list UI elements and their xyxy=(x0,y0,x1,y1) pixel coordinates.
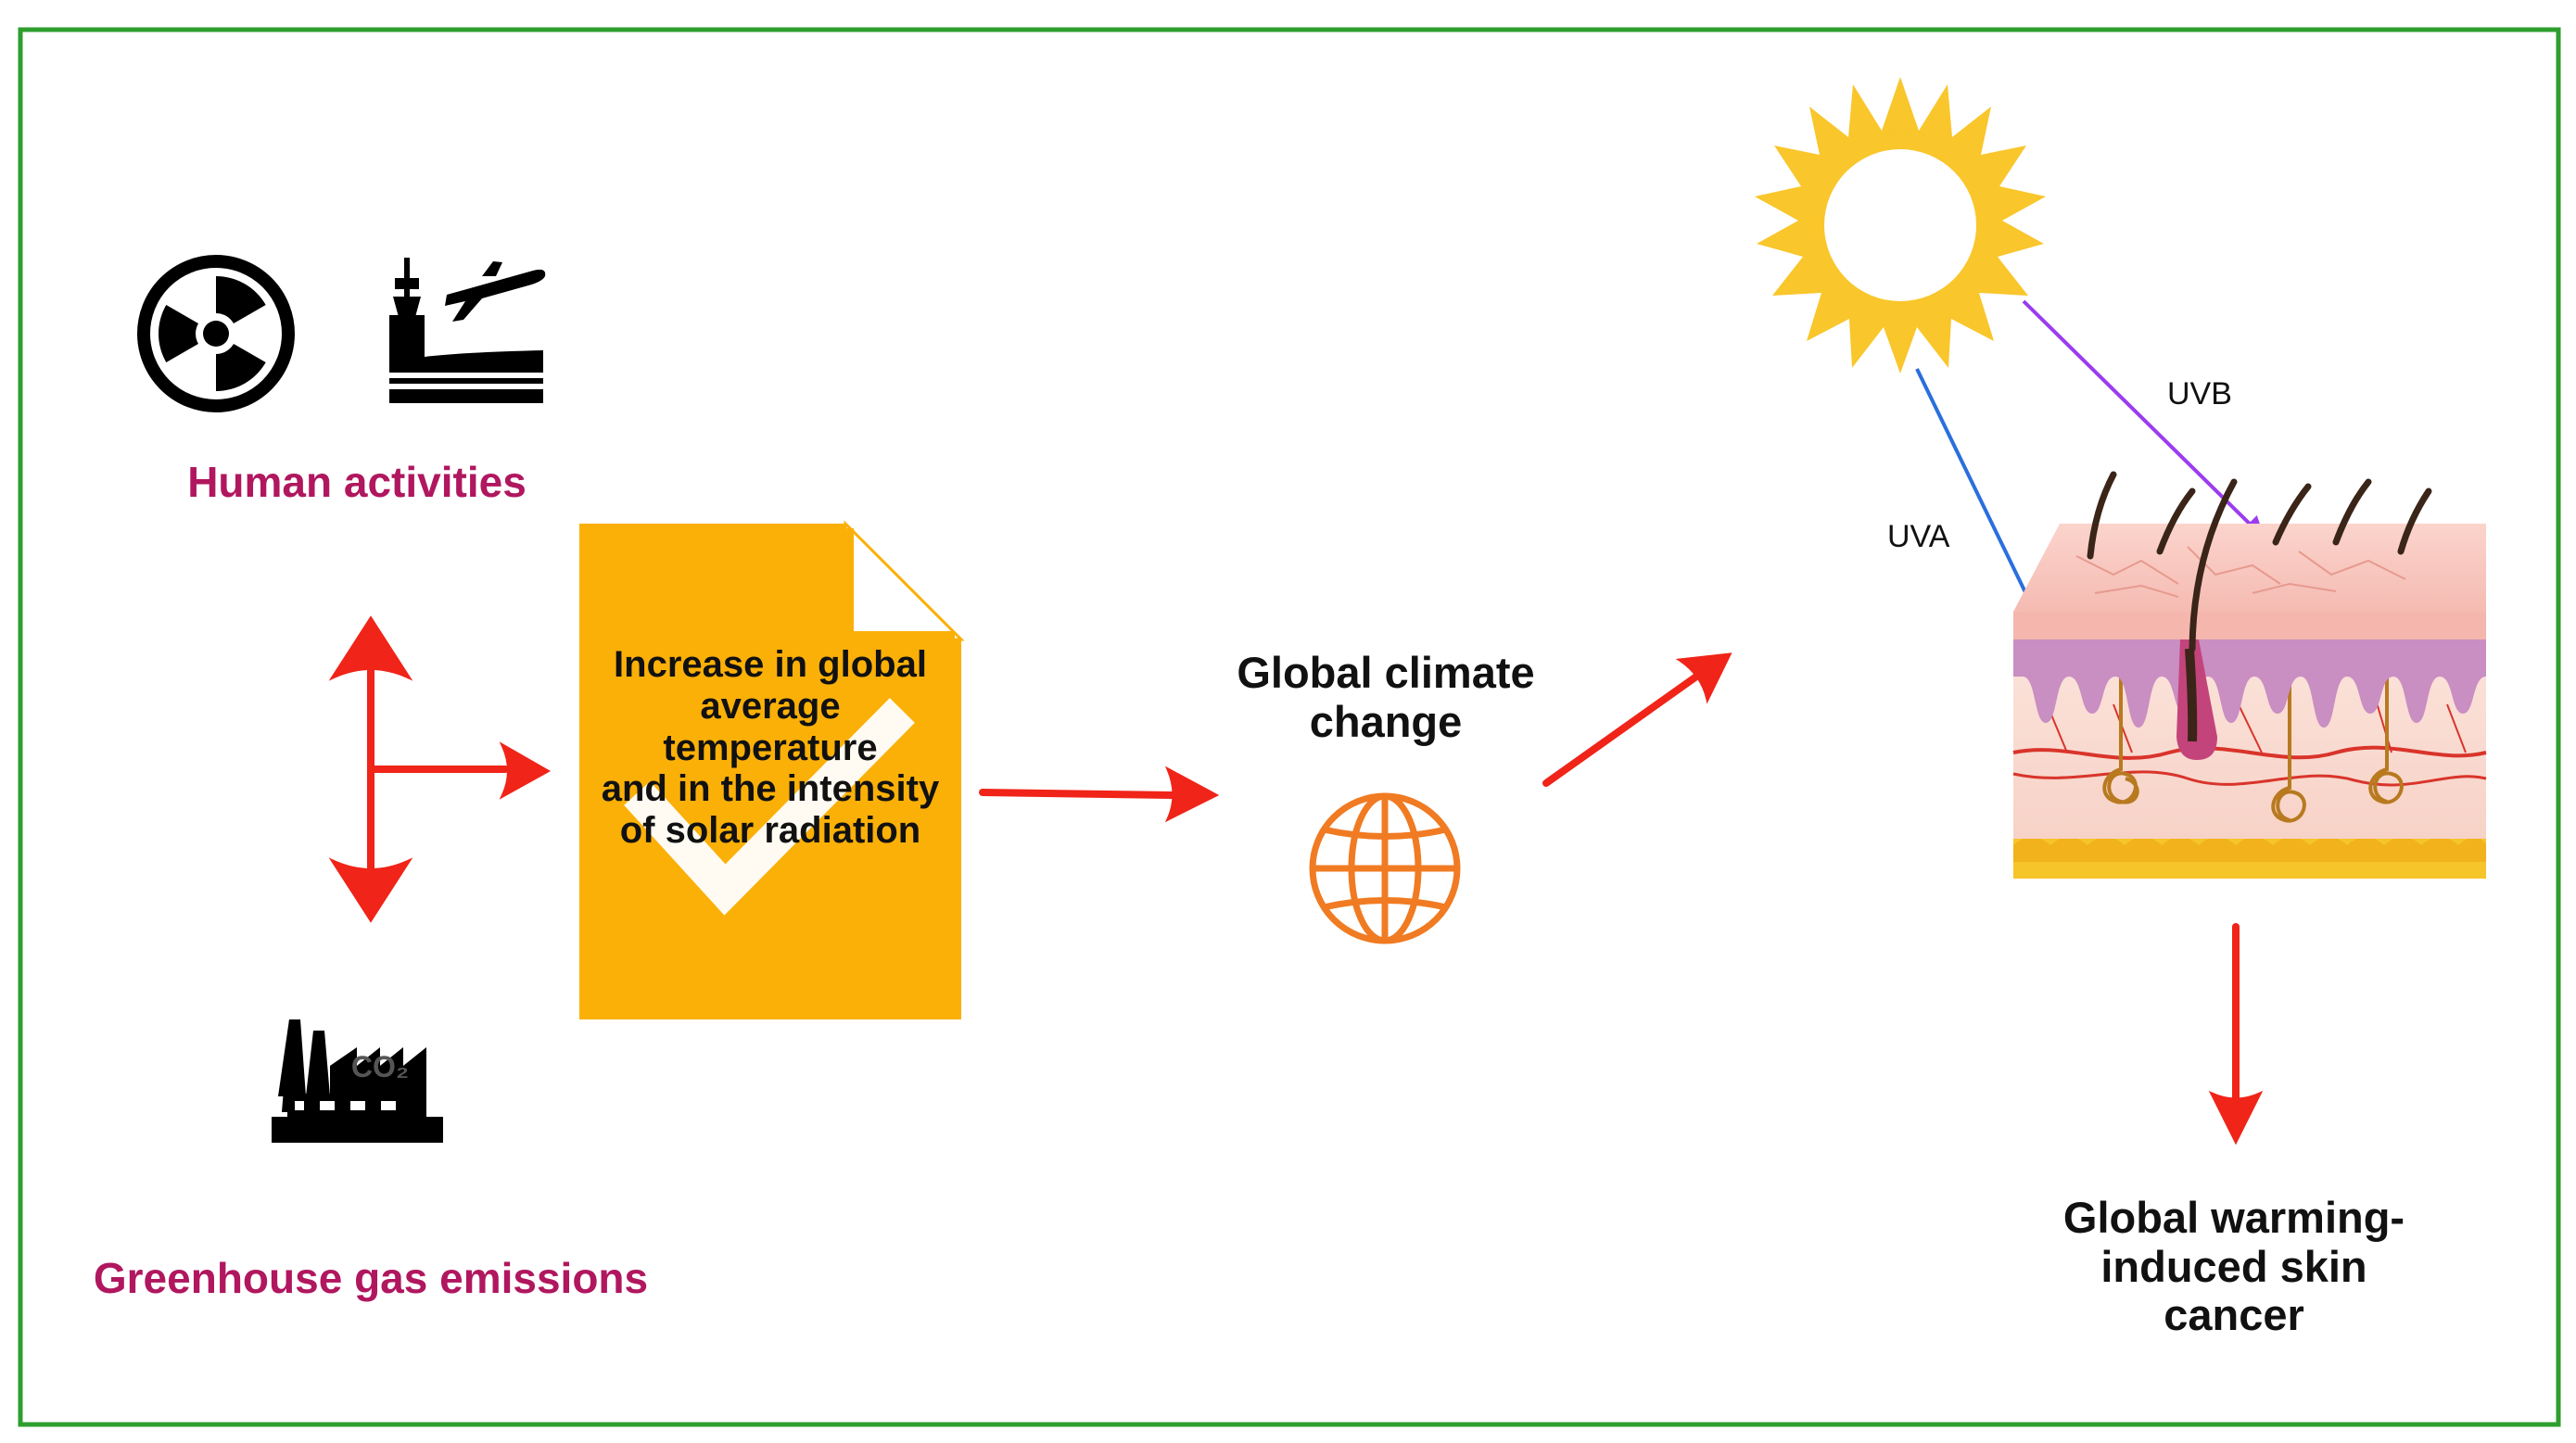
outer-frame xyxy=(18,27,2561,1427)
uvb-label: UVB xyxy=(2167,376,2232,411)
factory-icon xyxy=(272,1019,443,1143)
skin-cross-section xyxy=(2012,471,2487,879)
climate-label: Global climate change xyxy=(1205,648,1567,746)
sun-icon xyxy=(1755,77,2046,373)
arrow-doc-to-climate xyxy=(979,766,1220,823)
increase-line-5: of solar radiation xyxy=(619,810,921,852)
airport-icon xyxy=(389,258,546,403)
increase-line-4: and in the intensity xyxy=(601,768,940,810)
cancer-line-2: induced skin xyxy=(2100,1241,2367,1291)
cancer-label: Global warming- induced skin cancer xyxy=(2011,1193,2456,1340)
globe-icon xyxy=(1309,792,1461,944)
increase-line-2: average xyxy=(700,685,841,727)
increase-line-3: temperature xyxy=(663,727,878,768)
arrow-climate-to-skin xyxy=(1542,652,1732,787)
arrow-skin-to-cancer xyxy=(2208,923,2264,1146)
cancer-line-3: cancer xyxy=(2164,1290,2304,1340)
greenhouse-label: Greenhouse gas emissions xyxy=(93,1254,649,1302)
climate-line-1: Global climate xyxy=(1237,648,1535,697)
climate-line-2: change xyxy=(1309,696,1463,746)
co2-label: CO₂ xyxy=(350,1050,410,1083)
document-check-icon xyxy=(579,520,965,1019)
increase-line-1: Increase in global xyxy=(614,644,927,685)
red-cross-arrows xyxy=(328,615,552,923)
human-activities-label: Human activities xyxy=(187,458,527,506)
uva-label: UVA xyxy=(1887,519,1950,554)
radiation-icon xyxy=(137,255,295,412)
cancer-line-1: Global warming- xyxy=(2062,1193,2405,1242)
increase-label: Increase in global average temperature a… xyxy=(570,644,971,852)
uvb-arrow xyxy=(2022,299,2265,539)
